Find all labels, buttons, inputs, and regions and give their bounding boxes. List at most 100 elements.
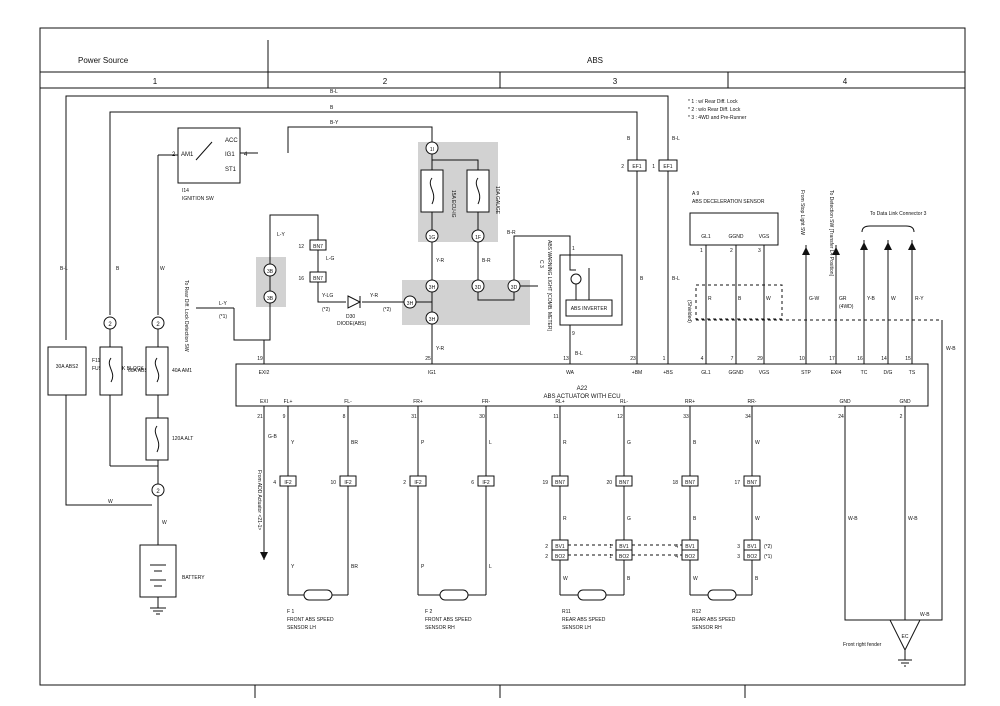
fuse-60a — [99, 346, 123, 396]
note-ref-2b: (*2) — [383, 307, 391, 313]
ecu-bottom-num-2: 8 — [343, 414, 346, 420]
wire-label-r-rl: R — [563, 440, 567, 446]
wire-label-r-decel: R — [708, 296, 712, 302]
wire-label-ly2: L-Y — [219, 301, 227, 307]
ef1-a: EF1 — [632, 164, 641, 170]
wire-label-gb: G-B — [268, 434, 278, 440]
if2-4: IF2 — [482, 480, 489, 486]
ecu-bottom-pins: EXI21FL+9FL-8FR+31FR-30RL+11RL-12RR+33RR… — [257, 399, 911, 420]
wire-label-w-batt: W — [162, 520, 167, 526]
abs-ecu-box[interactable] — [235, 363, 929, 407]
ecu-top-pin-10: TC — [861, 370, 868, 376]
header-abs: ABS — [587, 56, 603, 65]
wire-label-w-rr3: W — [693, 576, 698, 582]
conn-3b-top: 3B — [267, 269, 274, 275]
wire-label-ly: L-Y — [277, 232, 285, 238]
sensor-r11-line2: SENSOR LH — [562, 625, 591, 631]
note-3: * 3 : 4WD and Pre-Runner — [688, 115, 747, 121]
ignition-sw-box — [177, 127, 241, 184]
bn7-4: BN7 — [747, 480, 757, 486]
bn7-1: BN7 — [555, 480, 565, 486]
wire-label-bl4: B-L — [672, 276, 680, 282]
if2-1: IF2 — [284, 480, 291, 486]
wire-label-yr: Y-R — [436, 258, 445, 264]
wire-label-yr2: Y-R — [436, 346, 445, 352]
decel-pin-gl1: GL1 — [701, 234, 711, 240]
conn-1f: 1F — [475, 235, 481, 241]
ecu-top-num-12: 15 — [905, 356, 911, 362]
decel-num-2: 2 — [730, 248, 733, 254]
ecu-top-num-2: 13 — [563, 356, 569, 362]
ignition-sw-name: IGNITION SW — [182, 196, 214, 202]
bo2-c: BO2 — [685, 554, 695, 560]
if2-2-pin: 10 — [330, 480, 336, 486]
ecu-top-pin-4: +BS — [663, 370, 673, 376]
bv1-b-pin: 1 — [609, 544, 612, 550]
decel-sensor-code: A 9 — [692, 191, 699, 197]
wire-label-br2: B-R — [507, 230, 516, 236]
wire-bl-top — [65, 95, 669, 340]
ecu-top-pin-1: IG1 — [428, 370, 436, 376]
meter-name: ABS WARNING LIGHT [COMB. METER] — [546, 240, 552, 331]
column-2: 2 — [383, 77, 388, 86]
wire-label-w-dlc: W — [891, 296, 896, 302]
ecu-bottom-num-5: 11 — [553, 414, 558, 420]
wire-label-w-rl3: W — [563, 576, 568, 582]
ecu-top-num-11: 14 — [881, 356, 887, 362]
wire-label-w-rr: W — [755, 440, 760, 446]
ecu-bottom-num-9: 24 — [838, 414, 844, 420]
wire-label-l2: L — [489, 564, 492, 570]
ignition-sw-code: I14 — [182, 188, 189, 194]
ef1-b: EF1 — [663, 164, 672, 170]
ecu-name: ABS ACTUATOR WITH ECU — [543, 394, 620, 400]
from-stop-label: From Stop Light SW — [799, 190, 805, 235]
ground-symbol — [889, 619, 921, 652]
bn7-3-pin: 18 — [672, 480, 678, 486]
wire-label-wb-gnd2: W-B — [908, 516, 918, 522]
ecu-bottom-pin-10: GND — [899, 399, 911, 405]
note-4wd: (4WD) — [839, 304, 854, 310]
ig-ig1: IG1 — [225, 152, 235, 158]
abs-inverter-label: ABS INVERTER — [571, 306, 608, 312]
ecu-top-num-7: 29 — [757, 356, 763, 362]
ecu-top-num-5: 4 — [701, 356, 704, 362]
wire-label-w-rr2: W — [755, 516, 760, 522]
ecu-top-num-1: 25 — [425, 356, 431, 362]
wire-label-b-rr: B — [693, 440, 697, 446]
bo2-d: BO2 — [747, 554, 757, 560]
bv1-b: BV1 — [619, 544, 629, 550]
wire-label-y2: Y — [291, 564, 295, 570]
shield-outline — [695, 284, 783, 320]
ecu-top-num-4: 1 — [663, 356, 666, 362]
ecu-top-pin-5: GL1 — [701, 370, 711, 376]
sensor-r11-line1: REAR ABS SPEED — [562, 617, 606, 623]
sensor-r11-code: R11 — [562, 609, 571, 615]
wire-label-b3: B — [640, 276, 644, 282]
decel-pin-vgs: VGS — [759, 234, 770, 240]
bn7-2-pin: 20 — [606, 480, 612, 486]
note-1: * 1 : w/ Rear Diff. Lock — [688, 99, 738, 105]
column-3: 3 — [613, 77, 618, 86]
bn7-up1-pin: 12 — [298, 244, 304, 250]
wire-label-br: B-R — [482, 258, 491, 264]
ecu-top-pin-3: +BM — [632, 370, 642, 376]
wire-label-by: B-Y — [330, 120, 339, 126]
wire-label-yb: Y-B — [867, 296, 876, 302]
bv1-c: BV1 — [685, 544, 695, 550]
svg-text:2: 2 — [108, 322, 112, 328]
conn-3h-a: 3H — [429, 285, 436, 291]
if2-3: IF2 — [414, 480, 421, 486]
ecu-top-pin-6: GGND — [729, 370, 744, 376]
ig-pin-ig1: 4 — [244, 152, 248, 158]
wire-label-w-decel: W — [766, 296, 771, 302]
bo2-a-pin: 2 — [545, 554, 548, 560]
note-ref-1b: (*1) — [764, 554, 772, 560]
sensor-f1-line1: FRONT ABS SPEED — [287, 617, 334, 623]
if2-1-pin: 4 — [273, 480, 276, 486]
ecu-bottom-pin-4: FR- — [482, 399, 491, 405]
ecu-bottom-num-10: 2 — [900, 414, 903, 420]
wire-label-bl3: B-L — [575, 351, 583, 357]
wire-label-p2: P — [421, 564, 425, 570]
bo2-b: BO2 — [619, 554, 629, 560]
ecu-bottom-pin-0: EXI — [260, 399, 268, 405]
